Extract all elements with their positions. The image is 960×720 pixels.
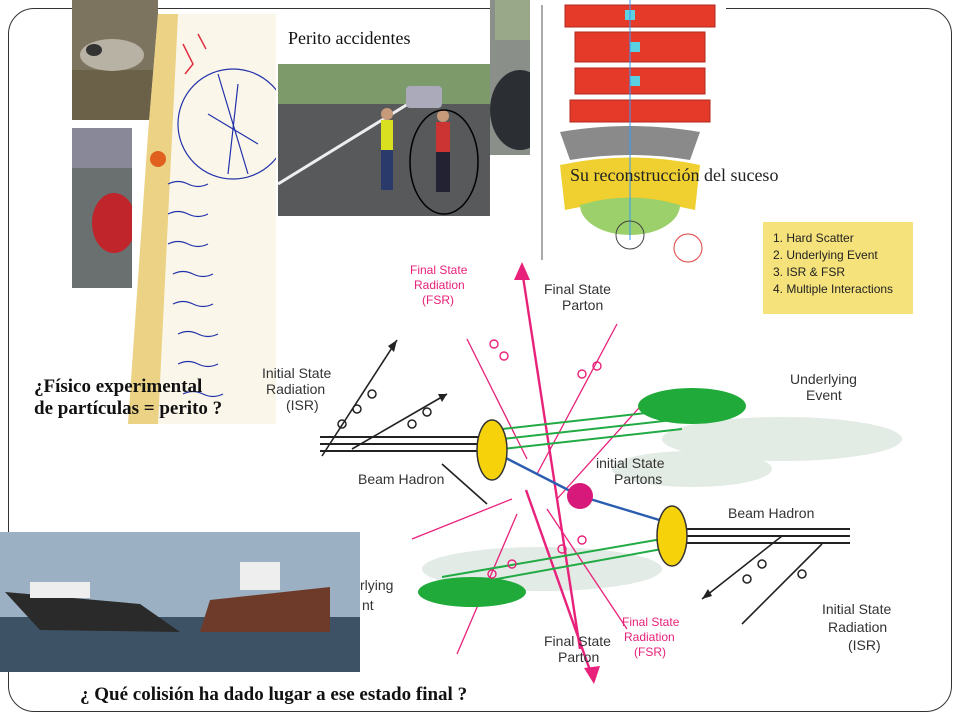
slide-frame [8, 8, 952, 712]
isr-left-label-2: Radiation [266, 381, 325, 397]
collision-diagram: Final State Radiation (FSR) Final State … [262, 262, 902, 684]
question-line-2: de partículas = perito ? [34, 398, 223, 419]
ship-collision-photo [0, 532, 360, 672]
red-car-crash-photo [72, 128, 132, 288]
parton-top-arrow [514, 262, 530, 280]
underlying-event-blob-bottom [418, 577, 526, 607]
fsr-bottom-label-1: Final State [622, 615, 680, 629]
isr-arrow-2 [438, 394, 447, 402]
parton-bottom-label-2: Parton [558, 649, 599, 665]
beam-hadron-left-label: Beam Hadron [358, 471, 444, 487]
legend-item-2: 2. Underlying Event [773, 248, 878, 262]
fsr-top-label-1: Final State [410, 263, 468, 277]
caption-reconstruction: Su reconstrucción del suceso [570, 165, 779, 185]
caption-perito: Perito accidentes [288, 28, 411, 48]
fsr-top-label-3: (FSR) [422, 293, 454, 307]
process-legend: 1. Hard Scatter 2. Underlying Event 3. I… [763, 222, 913, 314]
notebook-photo [128, 14, 276, 424]
initial-partons-label-1: initial State [596, 455, 665, 471]
underlying-event-blob-top [638, 388, 746, 424]
parton-bottom-label-1: Final State [544, 633, 611, 649]
isr-right-label-1: Initial State [822, 601, 891, 617]
question-line-1: ¿Físico experimental [34, 376, 203, 397]
beam-hadron-right [656, 505, 688, 567]
overturned-car-photo [72, 0, 158, 120]
road-experts-photo [278, 64, 490, 216]
isr-arrow-3 [702, 589, 712, 599]
underlying-event-label-2: Event [806, 387, 842, 403]
isr-right-label-2: Radiation [828, 619, 887, 635]
isr-left-label-1: Initial State [262, 365, 331, 381]
parton-top-label-2: Parton [562, 297, 603, 313]
parton-bottom-arrow [584, 666, 600, 684]
legend-item-4: 4. Multiple Interactions [773, 282, 894, 296]
isr-arrow-1 [388, 340, 397, 352]
initial-partons-label-2: Partons [614, 471, 662, 487]
fsr-bottom-label-2: Radiation [624, 630, 675, 644]
legend-item-3: 3. ISR & FSR [773, 265, 846, 279]
beam-hadron-left [476, 419, 508, 481]
legend-item-1: 1. Hard Scatter [773, 231, 854, 245]
hard-scatter-vertex [567, 483, 593, 509]
underlying-partial-label-1: rlying [360, 577, 393, 593]
beam-hadron-right-label: Beam Hadron [728, 505, 814, 521]
fsr-top-label-2: Radiation [414, 278, 465, 292]
question-physicist: ¿Físico experimental de partículas = per… [34, 376, 222, 420]
detector-reconstruction-image [530, 0, 726, 270]
underlying-partial-label-2: nt [362, 597, 374, 613]
question-collision: ¿ Qué colisión ha dado lugar a ese estad… [80, 684, 468, 705]
underlying-event-label-1: Underlying [790, 371, 857, 387]
parton-top-label-1: Final State [544, 281, 611, 297]
fsr-bottom-label-3: (FSR) [634, 645, 666, 659]
isr-right-label-3: (ISR) [848, 637, 881, 653]
isr-left-label-3: (ISR) [286, 397, 319, 413]
